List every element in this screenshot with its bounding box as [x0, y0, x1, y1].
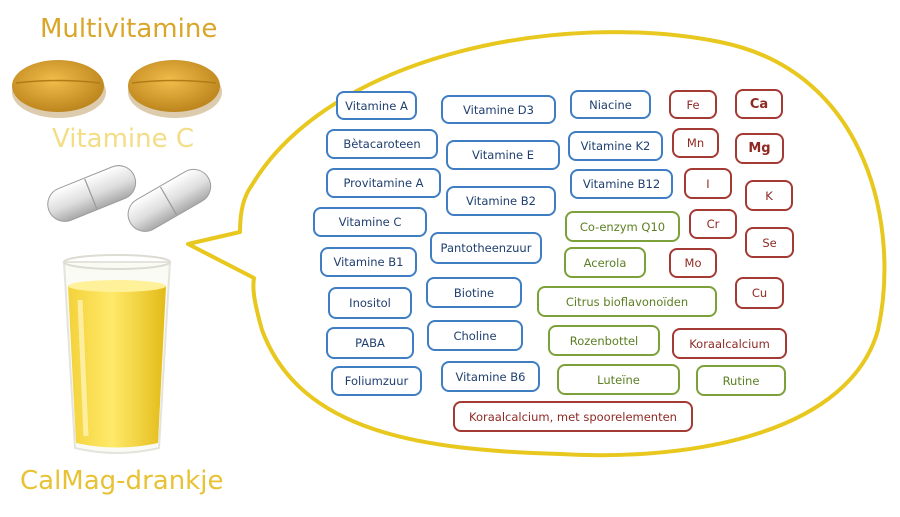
vitamin-item: Choline: [427, 320, 523, 351]
supplement-item: Rutine: [696, 365, 786, 396]
vitamin-item: Niacine: [570, 90, 651, 119]
mineral-item: Cr: [689, 209, 737, 239]
vitamin-item: Bètacaroteen: [326, 129, 438, 159]
multivitamin-tablet-icon: [128, 60, 222, 118]
mineral-item: Fe: [669, 90, 717, 119]
vitamin-item: Vitamine C: [313, 207, 427, 237]
vitamin-item: Provitamine A: [326, 168, 441, 198]
mineral-item: Se: [745, 227, 794, 258]
mineral-item: Mn: [672, 128, 719, 158]
mineral-item: K: [745, 180, 793, 211]
supplement-item: Citrus bioflavonoïden: [537, 286, 717, 317]
vitamin-item: Vitamine B2: [446, 186, 556, 216]
mineral-item: I: [684, 168, 732, 199]
mineral-item: Mo: [669, 248, 717, 278]
mineral-item: Koraalcalcium: [672, 328, 787, 359]
vitamin-item: Vitamine B6: [441, 361, 540, 392]
multivitamin-tablet-icon: [12, 60, 106, 118]
mineral-item: Ca: [735, 89, 783, 119]
calmag-title: CalMag-drankje: [20, 466, 224, 496]
multivitamine-title: Multivitamine: [40, 14, 218, 44]
vitamin-item: Vitamine B1: [320, 247, 417, 277]
vitamin-item: Vitamine E: [446, 140, 560, 170]
mineral-item: Cu: [735, 277, 784, 309]
vitamin-item: Vitamine A: [336, 91, 417, 120]
supplement-item: Acerola: [564, 247, 646, 278]
supplement-item: Rozenbottel: [548, 325, 660, 356]
mineral-item: Koraalcalcium, met spoorelementen: [453, 401, 693, 432]
supplement-item: Co-enzym Q10: [565, 211, 680, 242]
vitamin-item: Foliumzuur: [331, 366, 422, 396]
vitamin-c-capsule-icon: [47, 165, 137, 222]
vitamin-item: Inositol: [328, 287, 412, 319]
vitamin-item: Vitamine B12: [570, 169, 673, 199]
vitamin-item: Vitamine D3: [441, 95, 556, 124]
vitamin-c-capsule-icon: [127, 168, 212, 232]
vitamine-c-title: Vitamine C: [52, 124, 195, 154]
calmag-drink-glass-icon: [62, 254, 172, 454]
vitamin-item: PABA: [326, 327, 414, 359]
vitamin-item: Biotine: [426, 277, 522, 308]
supplement-item: Luteïne: [557, 364, 680, 395]
mineral-item: Mg: [735, 133, 784, 164]
vitamin-item: Vitamine K2: [568, 131, 663, 161]
vitamin-item: Pantotheenzuur: [430, 232, 542, 264]
